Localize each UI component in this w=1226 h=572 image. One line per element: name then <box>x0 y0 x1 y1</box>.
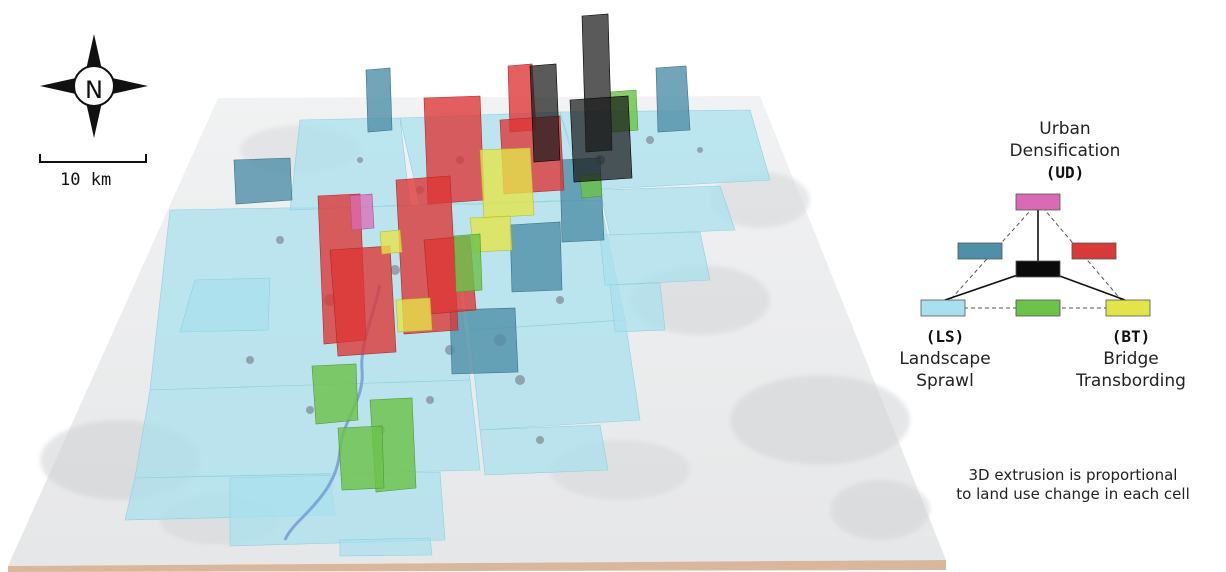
legend-right-line2: Transbording <box>1076 371 1186 391</box>
ud-column <box>349 193 375 231</box>
legend-swatch-lb <box>1015 299 1061 317</box>
compass-arrow-north <box>86 34 102 70</box>
legend-left-line1: Landscape <box>899 349 991 369</box>
legend-right-line1: Bridge <box>1103 349 1159 369</box>
legend-diagram <box>920 193 1151 317</box>
compass-letter: N <box>85 76 103 104</box>
ld-columns <box>233 65 691 375</box>
compass-arrow-east <box>112 78 148 94</box>
extrusion-note-line1: 3D extrusion is proportional <box>968 466 1178 484</box>
mixed-columns <box>529 13 633 183</box>
extrusion-note: 3D extrusion is proportional to land use… <box>928 466 1218 504</box>
scale-bar <box>39 154 147 163</box>
legend-swatch-ud <box>1015 193 1061 211</box>
legend-right-code: (BT) <box>1111 327 1151 346</box>
compass-circle <box>73 65 115 107</box>
legend-top-line1: Urban <box>1039 119 1091 139</box>
compass-arrow-west <box>40 78 76 94</box>
legend-top-label: Urban Densification (UD) <box>980 118 1150 184</box>
legend-swatch-ub <box>1071 242 1117 260</box>
legend-swatch-ld <box>957 242 1003 260</box>
legend-right-label: (BT) Bridge Transbording <box>1066 326 1196 392</box>
extrusion-note-line2: to land use change in each cell <box>956 485 1190 503</box>
legend-left-label: (LS) Landscape Sprawl <box>890 326 1000 392</box>
legend-top-line2: Densification <box>1009 141 1121 161</box>
compass-arrow-south <box>86 102 102 138</box>
legend-swatch-mixed <box>1015 260 1061 278</box>
legend-swatch-ls <box>920 299 966 317</box>
legend-swatch-bt <box>1105 299 1151 317</box>
scale-label: 10 km <box>60 170 112 190</box>
compass <box>40 34 148 138</box>
legend-left-line2: Sprawl <box>916 371 974 391</box>
legend-top-code: (UD) <box>1045 163 1085 182</box>
legend-left-code: (LS) <box>925 327 965 346</box>
